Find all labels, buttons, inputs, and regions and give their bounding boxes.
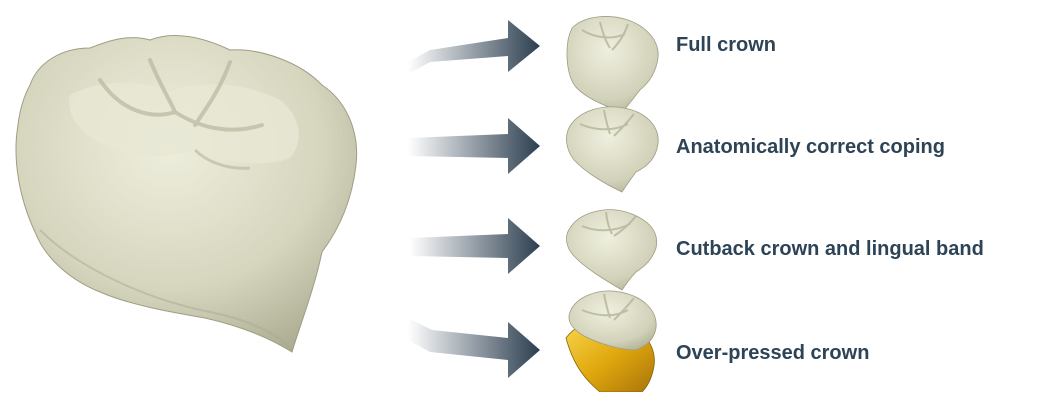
label-over-pressed-crown: Over-pressed crown [676,342,870,364]
arrow-3 [410,218,540,274]
arrow-1 [408,20,540,74]
arrow-2 [408,118,540,174]
full-crown-icon [566,16,659,113]
coping-icon [566,106,659,193]
over-pressed-crown-icon [565,290,657,393]
label-full-crown: Full crown [676,34,776,56]
arrow-4 [408,318,540,378]
molar-tooth-icon [15,34,358,353]
label-cutback-crown-lingual-band: Cutback crown and lingual band [676,238,984,260]
label-anatomically-correct-coping: Anatomically correct coping [676,136,945,158]
cutback-crown-icon [566,209,658,291]
